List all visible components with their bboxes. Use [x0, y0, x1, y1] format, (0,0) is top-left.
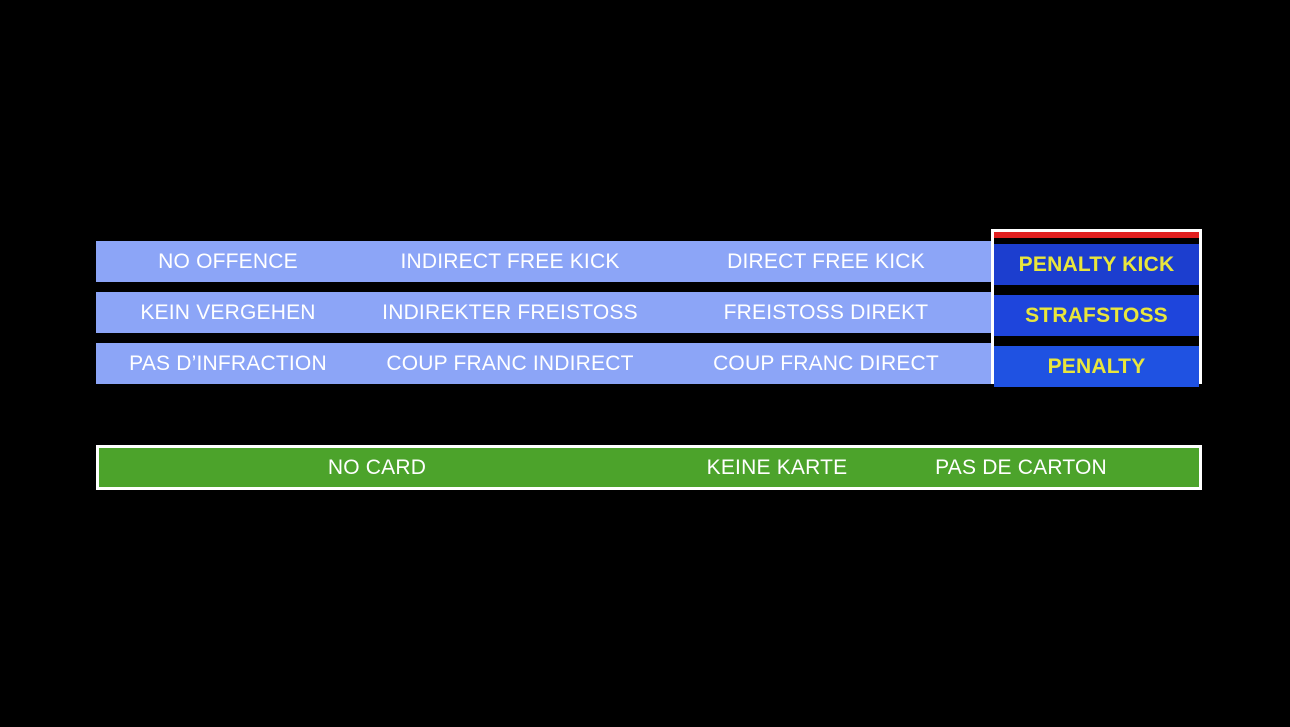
decision-cell-freistoss-direkt[interactable]: FREISTOSS DIREKT	[723, 301, 929, 324]
decision-cell-pas-d-infraction[interactable]: PAS D’INFRACTION	[129, 352, 327, 375]
card-cell-keine-karte[interactable]: KEINE KARTE	[706, 456, 848, 479]
decision-row-french: PAS D’INFRACTION COUP FRANC INDIRECT COU…	[96, 343, 992, 384]
decision-cell-indirekter-freistoss[interactable]: INDIREKTER FREISTOSS	[382, 301, 638, 324]
highlight-accent-bar	[994, 232, 1199, 238]
decision-cell-no-offence[interactable]: NO OFFENCE	[158, 250, 298, 273]
decision-table: NO OFFENCE INDIRECT FREE KICK DIRECT FRE…	[96, 229, 1202, 387]
highlighted-decision-column[interactable]: PENALTY KICK STRAFSTOSS PENALTY	[991, 229, 1202, 387]
decision-cell-coup-franc-direct[interactable]: COUP FRANC DIRECT	[713, 352, 939, 375]
decision-cell-direct-free-kick[interactable]: DIRECT FREE KICK	[727, 250, 925, 273]
decision-cell-indirect-free-kick[interactable]: INDIRECT FREE KICK	[400, 250, 620, 273]
decision-cell-penalty-kick[interactable]: PENALTY KICK	[994, 244, 1199, 285]
card-cell-no-card[interactable]: NO CARD	[327, 456, 427, 479]
decision-cell-kein-vergehen[interactable]: KEIN VERGEHEN	[140, 301, 316, 324]
decision-row-german: KEIN VERGEHEN INDIREKTER FREISTOSS FREIS…	[96, 292, 992, 333]
decision-cell-strafstoss[interactable]: STRAFSTOSS	[994, 295, 1199, 336]
card-decision-bar[interactable]: NO CARD KEINE KARTE PAS DE CARTON	[96, 445, 1202, 490]
decision-cell-coup-franc-indirect[interactable]: COUP FRANC INDIRECT	[386, 352, 634, 375]
card-cell-pas-de-carton[interactable]: PAS DE CARTON	[935, 456, 1107, 479]
decision-cell-penalty[interactable]: PENALTY	[994, 346, 1199, 387]
decision-row-english: NO OFFENCE INDIRECT FREE KICK DIRECT FRE…	[96, 241, 992, 282]
